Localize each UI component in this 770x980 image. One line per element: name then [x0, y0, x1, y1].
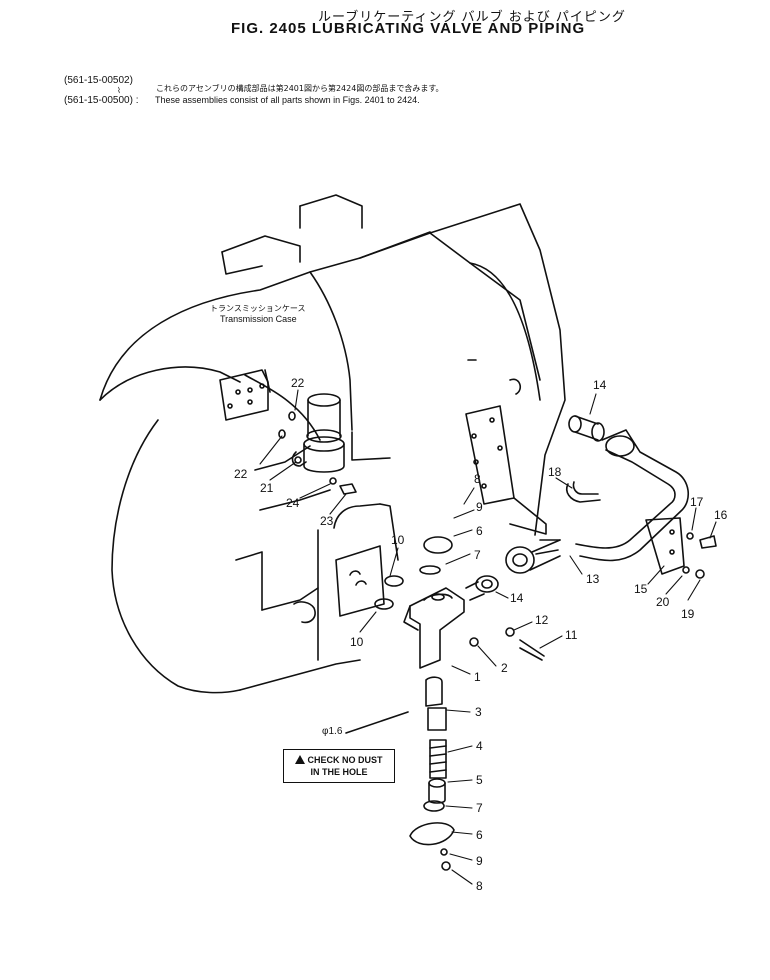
callout-15: 15 — [634, 582, 648, 596]
part-number-to: (561-15-00500) : — [64, 95, 139, 106]
callout-13: 13 — [586, 572, 600, 586]
callout-2: 2 — [501, 661, 508, 675]
caution-box: CHECK NO DUST IN THE HOLE — [283, 749, 395, 783]
callout-20: 20 — [656, 595, 670, 609]
callout-14-lower: 14 — [510, 591, 524, 605]
callout-4: 4 — [476, 739, 483, 753]
callout-11: 11 — [565, 628, 578, 642]
diameter-label: φ1.6 — [322, 726, 343, 737]
filter-assembly — [278, 393, 357, 495]
range-mark: ⌇ — [117, 86, 121, 95]
transmission-case — [99, 194, 566, 694]
callout-18: 18 — [548, 465, 562, 479]
leader-lines — [259, 389, 717, 885]
piping-assembly — [505, 415, 717, 579]
figure-title: FIG. 2405 LUBRICATING VALVE AND PIPING — [231, 20, 586, 37]
callout-6-lower: 6 — [476, 828, 483, 842]
callout-8-lower: 8 — [476, 879, 483, 893]
callout-6-upper: 6 — [476, 524, 483, 538]
callout-1: 1 — [474, 670, 481, 684]
case-label: Transmission Case — [220, 314, 297, 324]
case-label-japanese: トランスミッションケース — [210, 304, 306, 313]
callout-16: 16 — [714, 508, 728, 522]
callout-7-lower: 7 — [476, 801, 483, 815]
callout-10-upper: 10 — [391, 533, 405, 547]
caution-line-2: IN THE HOLE — [310, 767, 368, 777]
callout-14-upper: 14 — [593, 378, 607, 392]
callout-12: 12 — [535, 613, 549, 627]
callout-3: 3 — [475, 705, 482, 719]
valve-assembly — [345, 536, 545, 871]
figure-title-japanese: ルーブリケーティング バルブ および パイピング — [318, 10, 626, 25]
caution-line-1: CHECK NO DUST — [307, 755, 383, 765]
callout-9-lower: 9 — [476, 854, 483, 868]
callout-10-lower: 10 — [350, 635, 364, 649]
callout-24: 24 — [286, 496, 300, 510]
note-japanese: これらのアセンブリの構成部品は第2401図から第2424図の部品まで含みます。 — [156, 84, 444, 93]
callout-21: 21 — [260, 481, 274, 495]
warning-icon — [295, 755, 306, 764]
callout-23: 23 — [320, 514, 334, 528]
callout-17: 17 — [690, 495, 704, 509]
callout-22-lower: 22 — [234, 467, 248, 481]
callout-7-upper: 7 — [474, 548, 481, 562]
callout-22-upper: 22 — [291, 376, 305, 390]
part-number-from: (561-15-00502) — [64, 75, 133, 86]
callout-8-upper: 8 — [474, 472, 481, 486]
callout-9-upper: 9 — [476, 500, 483, 514]
callout-19: 19 — [681, 607, 695, 621]
note-english: These assemblies consist of all parts sh… — [155, 95, 420, 105]
callout-5: 5 — [476, 773, 483, 787]
